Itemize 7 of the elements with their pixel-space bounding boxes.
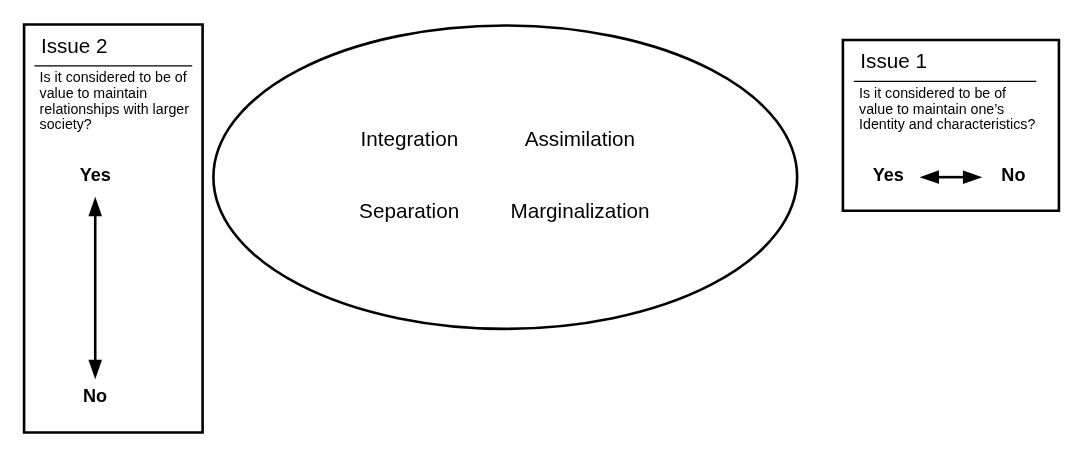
- node-ellipse: Integration Assimilation Separation Marginalization: [212, 23, 799, 330]
- node-text: No: [82, 385, 108, 406]
- node-text: Yes: [872, 164, 904, 185]
- arrow: [919, 169, 983, 184]
- arrow: [88, 196, 103, 379]
- node-text: Yes: [79, 164, 111, 185]
- node-text: No: [1001, 164, 1026, 185]
